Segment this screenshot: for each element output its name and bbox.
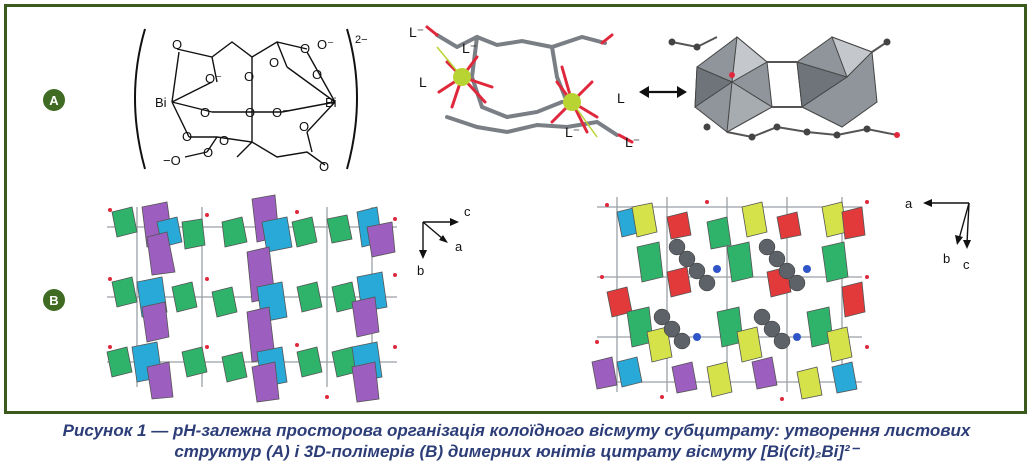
bi-right-label: Bi	[325, 95, 337, 110]
o-terminal-label: −O	[163, 153, 181, 168]
o-label: O	[300, 41, 310, 56]
ball-stick-model	[425, 25, 634, 144]
caption-line-2: структур (А) і 3D-полімерів (В) димерних…	[174, 442, 859, 461]
axis-labels-right: a b c	[905, 196, 970, 272]
axis-label-b: b	[417, 263, 424, 278]
structural-formula	[134, 28, 358, 170]
o-label: O	[219, 133, 229, 148]
bi-left-label: Bi	[155, 95, 167, 110]
o-minus-top-right-label: O⁻	[317, 37, 334, 52]
o-label: O	[299, 119, 309, 134]
o-label: O	[245, 105, 255, 120]
polymer-structure-right	[591, 197, 869, 401]
axis-label-c: c	[464, 204, 471, 219]
structural-formula-labels: 2− Bi Bi O O⁻ O O O O⁻ O O O O⁻ O O O O …	[155, 34, 368, 174]
figure-frame: A B 2− Bi Bi O O⁻ O O O O⁻ O O O O⁻ O O …	[4, 4, 1027, 414]
o-label: O	[312, 67, 322, 82]
ligand-label: L	[419, 74, 427, 90]
o-minus-label: O⁻	[205, 71, 222, 86]
o-minus-label: O⁻	[272, 105, 289, 120]
axis-label-a: a	[905, 196, 913, 211]
o-label: O	[269, 55, 279, 70]
badge-a-label: A	[49, 93, 59, 108]
o-label: O	[182, 129, 192, 144]
bi-atom	[453, 68, 471, 86]
figure-caption: Рисунок 1 — рН-залежна просторова органі…	[0, 420, 1033, 462]
ligand-label: L⁻	[462, 40, 477, 56]
o-label: O	[203, 145, 213, 160]
ligand-label: L⁻	[565, 124, 580, 140]
ligand-label: L	[617, 90, 625, 106]
ligand-label: L⁻	[409, 24, 424, 40]
bi-atom	[563, 93, 581, 111]
ligand-labels: L⁻ L⁻ L L L⁻ L⁻	[409, 24, 640, 150]
o-label: O	[319, 159, 329, 174]
axis-triad-left	[419, 218, 459, 259]
o-label: O	[244, 69, 254, 84]
double-arrow	[639, 86, 687, 98]
formula-charge: 2−	[355, 34, 368, 46]
figure-artwork: A B 2− Bi Bi O O⁻ O O O O⁻ O O O O⁻ O O …	[43, 24, 971, 403]
badge-b-label: B	[49, 293, 58, 308]
axis-label-c: c	[963, 257, 970, 272]
sheet-structure-left	[106, 194, 397, 403]
caption-line-1: Рисунок 1 — рН-залежна просторова органі…	[62, 421, 971, 440]
ligand-label: L⁻	[625, 134, 640, 150]
axis-labels-left: c a b	[417, 204, 471, 278]
o-label: O	[200, 105, 210, 120]
axis-label-b: b	[943, 251, 950, 266]
axis-triad-right	[923, 199, 971, 249]
badge-a: A	[43, 89, 65, 111]
badge-b: B	[43, 289, 65, 311]
o-label: O	[172, 37, 182, 52]
polyhedral-model	[668, 36, 900, 141]
axis-label-a: a	[455, 239, 463, 254]
